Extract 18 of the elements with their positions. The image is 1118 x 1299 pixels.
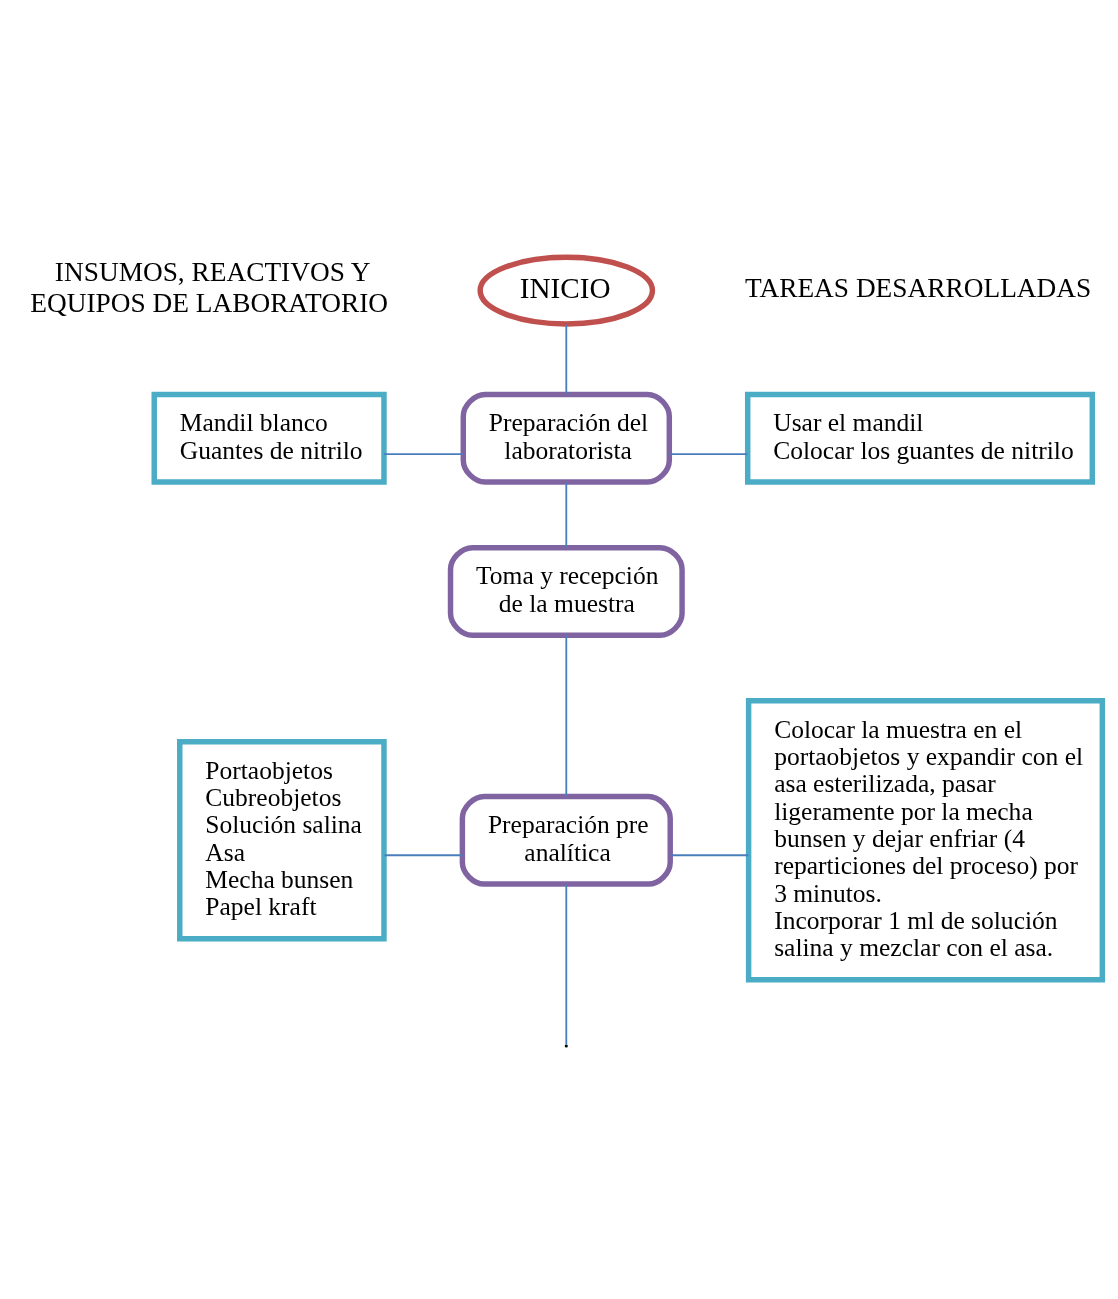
label: INSUMOS, REACTIVOS Y EQUIPOS DE LABORATORIO [30, 257, 389, 319]
label: TAREAS DESARROLLADAS [744, 272, 1092, 303]
connector [565, 634, 568, 797]
connector [565, 883, 568, 1046]
node-box: Colocar la muestra en el portaobjetos y expandir con el asa esterilizada, pasar ligeramente por la mecha bunsen y dejar enfriar (4 reparticiones del proceso) por 3 minutos. Incorporar 1 ml de solución salina y mezclar con el asa. [745, 698, 1106, 983]
node-box: Portaobjetos Cubreobjetos Solución salina Asa Mecha bunsen Papel kraft [177, 739, 387, 942]
node-box: Mandil blanco Guantes de nitrilo [151, 391, 387, 485]
node-box: Toma y recepción de la muestra [447, 544, 685, 638]
node-box: Preparación pre analítica [459, 793, 673, 887]
connector [383, 854, 464, 857]
node-ellipse: INICIO [477, 254, 656, 327]
connector [669, 854, 750, 857]
node-box: Preparación del laboratorista [460, 391, 673, 485]
connector [383, 453, 464, 456]
node-box: Usar el mandil Colocar los guantes de nitrilo [744, 391, 1096, 485]
connector [565, 481, 568, 549]
connector [565, 323, 568, 395]
connector [668, 453, 749, 456]
